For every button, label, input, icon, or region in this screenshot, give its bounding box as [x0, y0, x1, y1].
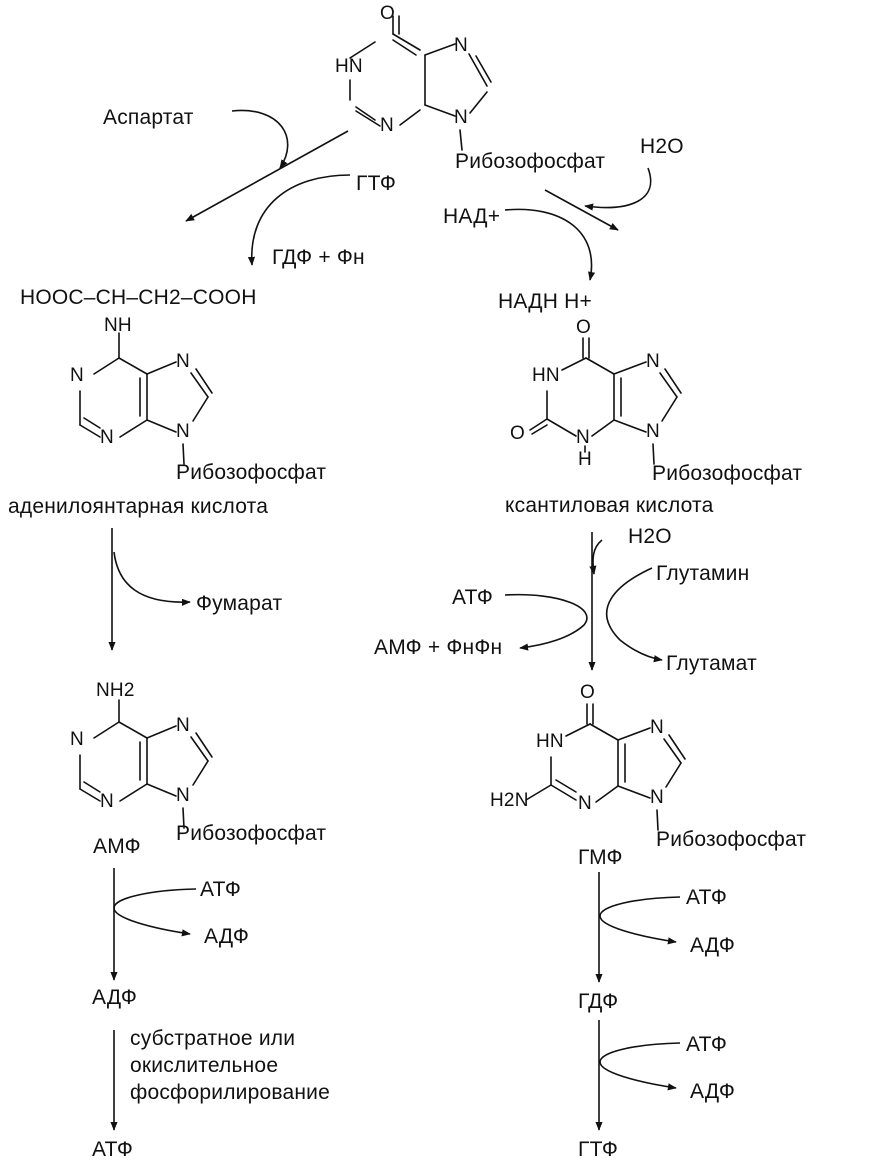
- amp-n9: N: [176, 785, 190, 806]
- arrows-amp-branch: [108, 528, 191, 651]
- xmp-oxygen: O: [576, 317, 591, 338]
- gmp-n7: N: [650, 717, 664, 738]
- phosphorylation-note-3: фосфорилирование: [130, 1081, 330, 1104]
- adenylosuccinate-n1: N: [70, 365, 84, 386]
- gtp-label-right-final: ГТФ: [578, 1138, 619, 1161]
- adenylosuccinate-structure: [79, 332, 213, 465]
- succinyl-chain: HOOC–CH–CH2–COOH: [20, 286, 257, 309]
- amp-structure: [79, 699, 213, 829]
- adenylosuccinate-n7: N: [176, 351, 190, 372]
- phosphorylation-note-1: субстратное или: [130, 1027, 296, 1050]
- aspartate-label: Аспартат: [103, 106, 194, 129]
- arrows-top-left: [185, 109, 351, 266]
- xmp-h3: H: [578, 449, 592, 470]
- xmp-n1: HN: [532, 365, 560, 386]
- amp-nh2: NH2: [96, 680, 135, 701]
- arrows-right-phosphorylation: [595, 872, 681, 1131]
- imp-n3: N: [380, 115, 394, 136]
- gtp-label-top: ГТФ: [356, 172, 397, 195]
- adenylosuccinate-n9: N: [176, 421, 190, 442]
- amp-ppi-label: АМФ + ФнФн: [374, 636, 503, 659]
- gmp-structure: [525, 703, 686, 831]
- gmp-oxygen: O: [580, 682, 595, 703]
- arrows-gmp-branch: [504, 532, 663, 671]
- gmp-label: ГМФ: [578, 846, 623, 869]
- amp-n3: N: [100, 791, 114, 812]
- atp-label-xmp: АТФ: [452, 586, 494, 609]
- xmp-n9: N: [646, 421, 660, 442]
- xmp-n7: N: [646, 351, 660, 372]
- gdp-label-right: ГДФ: [578, 990, 619, 1013]
- adenylosuccinate-name: аденилоянтарная кислота: [8, 495, 269, 518]
- gmp-ribose: Рибозофосфат: [656, 828, 807, 851]
- adp-label-left: АДФ: [92, 986, 138, 1009]
- gdp-pi-label: ГДФ + Фн: [272, 246, 365, 269]
- adp-label-left-1: АДФ: [204, 925, 250, 948]
- gmp-n3: N: [578, 793, 592, 814]
- atp-label-right-1: АТФ: [686, 886, 728, 909]
- xmp-n3: N: [576, 427, 590, 448]
- arrows-left-phosphorylation: [110, 868, 197, 1131]
- adenylosuccinate-ribose: Рибозофосфат: [176, 461, 327, 484]
- amp-n1: N: [70, 729, 84, 750]
- adp-label-right-1: АДФ: [690, 934, 736, 957]
- gmp-n1: HN: [536, 731, 564, 752]
- adenylosuccinate-n3: N: [100, 427, 114, 448]
- atp-label-right-2: АТФ: [686, 1033, 728, 1056]
- nad-label: НАД+: [443, 205, 501, 228]
- imp-n7: N: [454, 35, 468, 56]
- xanthylic-name: ксантиловая кислота: [505, 494, 714, 517]
- atp-label-left-1: АТФ: [200, 878, 242, 901]
- xmp-structure: [529, 337, 682, 465]
- imp-ribose-phosphate: Рибозофосфат: [455, 150, 606, 173]
- adenylosuccinate-nh: NH: [104, 315, 132, 336]
- amp-n7: N: [176, 715, 190, 736]
- adp-label-right-2: АДФ: [690, 1080, 736, 1103]
- glutamate-label: Глутамат: [666, 652, 757, 675]
- amp-ribose: Рибозофосфат: [176, 822, 327, 845]
- phosphorylation-note-2: окислительное: [130, 1054, 279, 1077]
- imp-n9: N: [454, 107, 468, 128]
- imp-oxygen: O: [380, 3, 395, 24]
- atp-label-left-final: АТФ: [92, 1138, 134, 1161]
- gmp-nh2: H2N: [490, 790, 529, 811]
- xmp-ribose: Рибозофосфат: [652, 462, 803, 485]
- gmp-n9: N: [650, 787, 664, 808]
- glutamine-label: Глутамин: [656, 562, 750, 585]
- water-label-top: H2O: [640, 135, 684, 158]
- imp-structure: [349, 15, 492, 151]
- xmp-o2: O: [510, 423, 525, 444]
- arrows-top-right: [504, 167, 652, 281]
- water-label-xmp: H2O: [628, 525, 672, 548]
- imp-n1: HN: [335, 56, 363, 77]
- fumarate-label: Фумарат: [196, 592, 283, 615]
- amp-label: АМФ: [93, 835, 141, 858]
- nadh-label: НАДН Н+: [498, 290, 592, 313]
